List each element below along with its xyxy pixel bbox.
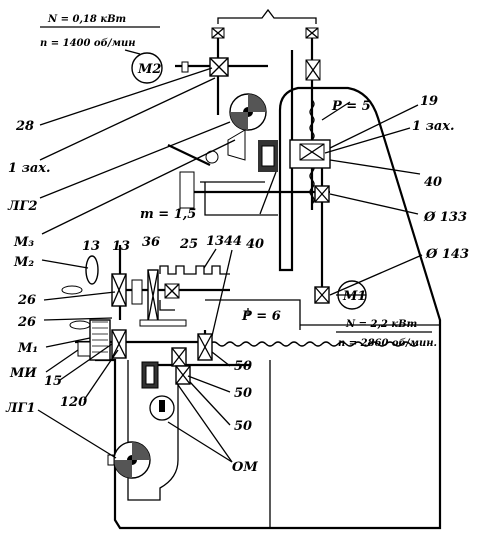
motor-m2: M2 N = 0,18 кВт n = 1400 об/мин — [40, 14, 163, 84]
label-1-zakh-right: 1 зах. — [412, 119, 455, 134]
label-15: 15 — [44, 374, 62, 389]
bearing-om — [149, 395, 175, 421]
label-1-zakh: 1 зах. — [8, 161, 51, 176]
handwheel-m2 — [61, 255, 99, 295]
label-p6: P = 6 — [241, 309, 281, 324]
labels-right: P = 5 19 1 зах. 40 Ø 133 Ø 143 50 50 50 — [234, 94, 469, 434]
label-13b: 13 — [112, 239, 130, 254]
motor-m1-speed: n = 2860 об/мин. — [338, 338, 437, 349]
label-p5: P = 5 — [331, 99, 371, 114]
label-36: 36 — [142, 235, 160, 250]
label-m1-handle: M₁ — [17, 341, 38, 356]
worm-gear-28 — [181, 57, 229, 77]
label-50c: 50 — [234, 419, 252, 434]
label-13a: 13 — [82, 239, 100, 254]
label-28: 28 — [15, 119, 34, 134]
top-coupling-right — [305, 27, 319, 39]
leader-lines — [37, 67, 423, 463]
labels-left: 28 1 зах. ЛГ2 M₃ M₂ 26 26 M₁ МИ 15 120 Л… — [5, 119, 87, 416]
lead-screw-p6 — [209, 341, 419, 347]
label-25: 25 — [179, 237, 198, 252]
label-26a: 26 — [17, 293, 36, 308]
label-m3: M₃ — [13, 235, 34, 250]
gear-15-120 — [111, 319, 187, 359]
motor-m1: M1 N = 2,2 кВт n = 2860 об/мин. — [336, 280, 437, 349]
label-mi: МИ — [9, 366, 37, 381]
pulley-d133 — [314, 185, 330, 203]
label-120: 120 — [60, 395, 87, 410]
label-50b: 50 — [234, 386, 252, 401]
motor-m2-speed: n = 1400 об/мин — [40, 38, 136, 49]
bevel-pair — [205, 129, 278, 172]
gear-train-13 — [111, 269, 180, 323]
machine-body — [95, 50, 442, 530]
label-om: ОМ — [232, 460, 258, 475]
label-40-mid: 40 — [246, 237, 264, 252]
motor-m2-label: M2 — [137, 62, 161, 77]
pulley-d143 — [314, 286, 330, 304]
gears-50 — [141, 333, 213, 389]
label-d133: Ø 133 — [423, 210, 467, 225]
top-bracket — [217, 8, 317, 24]
label-50a: 50 — [234, 359, 252, 374]
handwheel-m1 — [69, 319, 111, 361]
label-m2-handle: M₂ — [13, 255, 34, 270]
motor-m1-label: M1 — [342, 289, 366, 304]
label-lg2: ЛГ2 — [7, 199, 38, 214]
labels-mid: m = 1,5 13 13 36 13 44 40 25 P = 6 ОМ — [82, 207, 281, 475]
label-40-right: 40 — [424, 175, 442, 190]
gear-lg2 — [229, 93, 267, 131]
rack-m15 — [159, 265, 230, 275]
label-lg1: ЛГ1 — [5, 401, 36, 416]
top-coupling-left — [211, 27, 225, 39]
motor-m2-power: N = 0,18 кВт — [47, 14, 126, 25]
label-m15: m = 1,5 — [140, 207, 196, 222]
label-26b: 26 — [17, 315, 36, 330]
motor-m1-power: N = 2,2 кВт — [345, 319, 417, 330]
worm-19-40 — [289, 59, 331, 169]
label-d143: Ø 143 — [425, 247, 469, 262]
label-19: 19 — [420, 94, 438, 109]
gear-lg1 — [107, 441, 151, 479]
gear-25-block — [179, 171, 195, 209]
label-44: 44 — [224, 234, 242, 249]
label-13c: 13 — [206, 234, 224, 249]
